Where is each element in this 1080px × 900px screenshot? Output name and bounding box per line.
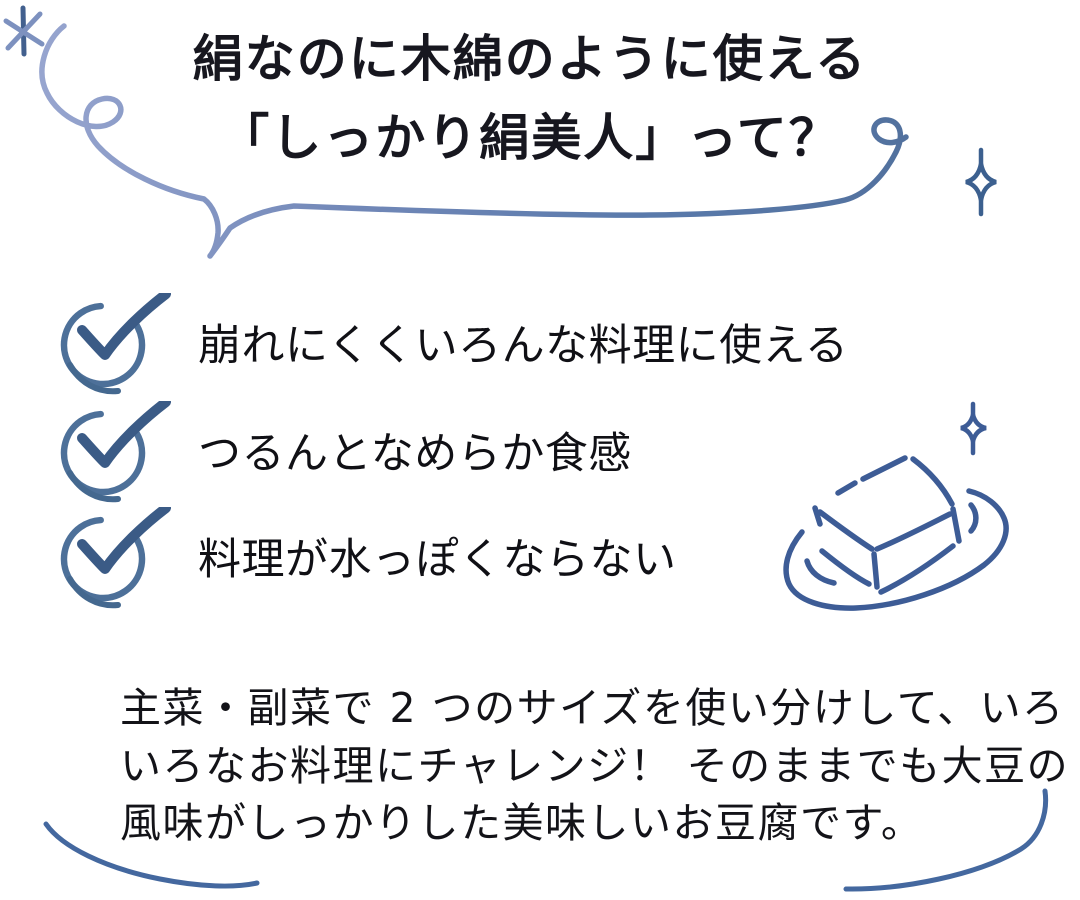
bottom-right-swoosh bbox=[843, 788, 1049, 892]
sparkle-diamond-icon bbox=[960, 401, 987, 456]
sparkle-diamond-icon bbox=[965, 147, 997, 217]
description-line3: 風味がしっかりした美味しいお豆腐です。 bbox=[120, 799, 924, 847]
description-line2: いろなお料理にチャレンジ！ そのままでも大豆の bbox=[120, 741, 1070, 790]
check-icon bbox=[60, 507, 175, 617]
description: 主菜・副菜で 2 つのサイズを使い分けして、いろ いろなお料理にチャレンジ！ そ… bbox=[120, 680, 1069, 853]
tofu-on-plate-illustration bbox=[783, 455, 1009, 611]
checklist-item-label: 料理が水っぽくならない bbox=[185, 526, 690, 593]
headline: 絹なのに木綿のように使える 「しっかり絹美人」って？ bbox=[0, 20, 1060, 178]
description-line1: 主菜・副菜で 2 つのサイズを使い分けして、いろ bbox=[120, 684, 1065, 732]
checklist-item-label: 崩れにくくいろんな料理に使える bbox=[185, 312, 862, 379]
speech-bubble-swash-icon bbox=[39, 23, 909, 259]
bottom-left-swoosh bbox=[43, 821, 260, 889]
checklist-item-label: つるんとなめらか食感 bbox=[185, 420, 645, 487]
check-icon bbox=[60, 401, 175, 511]
headline-line2: 「しっかり絹美人」って？ bbox=[219, 109, 841, 167]
sparkle-asterisk-icon bbox=[3, 5, 45, 57]
headline-line1: 絹なのに木綿のように使える bbox=[192, 30, 868, 88]
check-icon bbox=[60, 293, 175, 403]
